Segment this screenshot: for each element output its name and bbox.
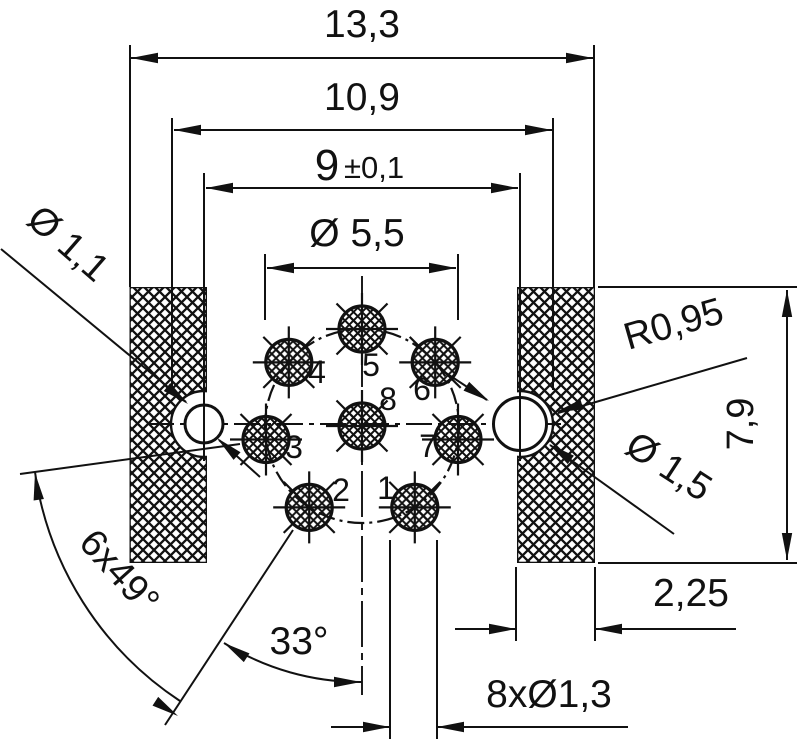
pin-label-8: 8: [379, 381, 397, 417]
arc-6x49deg: [34, 471, 181, 702]
dim-hole-spacing-tolerance: ±0,1: [344, 150, 404, 185]
angle-dimensions: [19, 443, 363, 726]
pin-label-6: 6: [413, 371, 431, 407]
pin-label-7: 7: [419, 428, 437, 464]
dim-overall-width: 13,3: [324, 3, 400, 46]
leader-r095: [557, 357, 748, 414]
leader-dia1-1: [0, 248, 187, 403]
extension-lines: [129, 45, 797, 739]
pin-label-4: 4: [308, 354, 326, 390]
dim-inner-width: 10,9: [324, 76, 400, 119]
arrowheads: [33, 52, 793, 733]
pin-label-1: 1: [377, 470, 395, 506]
dim-body-height: 7,9: [720, 398, 762, 451]
pin-label-2: 2: [332, 472, 350, 508]
dim-hole-spacing: 9: [315, 141, 339, 190]
pin-hole-6: [397, 324, 473, 400]
dimension-lines: [131, 57, 788, 728]
ray-pin2: [164, 529, 294, 726]
dim-pin-hole-diameter: 8xØ1,3: [486, 673, 612, 716]
pin-label-3: 3: [285, 429, 303, 465]
pin-label-5: 5: [362, 347, 380, 383]
ray-pin3: [19, 443, 241, 475]
dim-strip-width: 2,25: [653, 572, 729, 615]
dim-pin-circle-diameter: Ø 5,5: [309, 212, 404, 255]
pin-number-labels: 1 2 3 4 5 6 7 8: [285, 347, 437, 508]
dim-first-pin-angle: 33°: [270, 620, 329, 663]
